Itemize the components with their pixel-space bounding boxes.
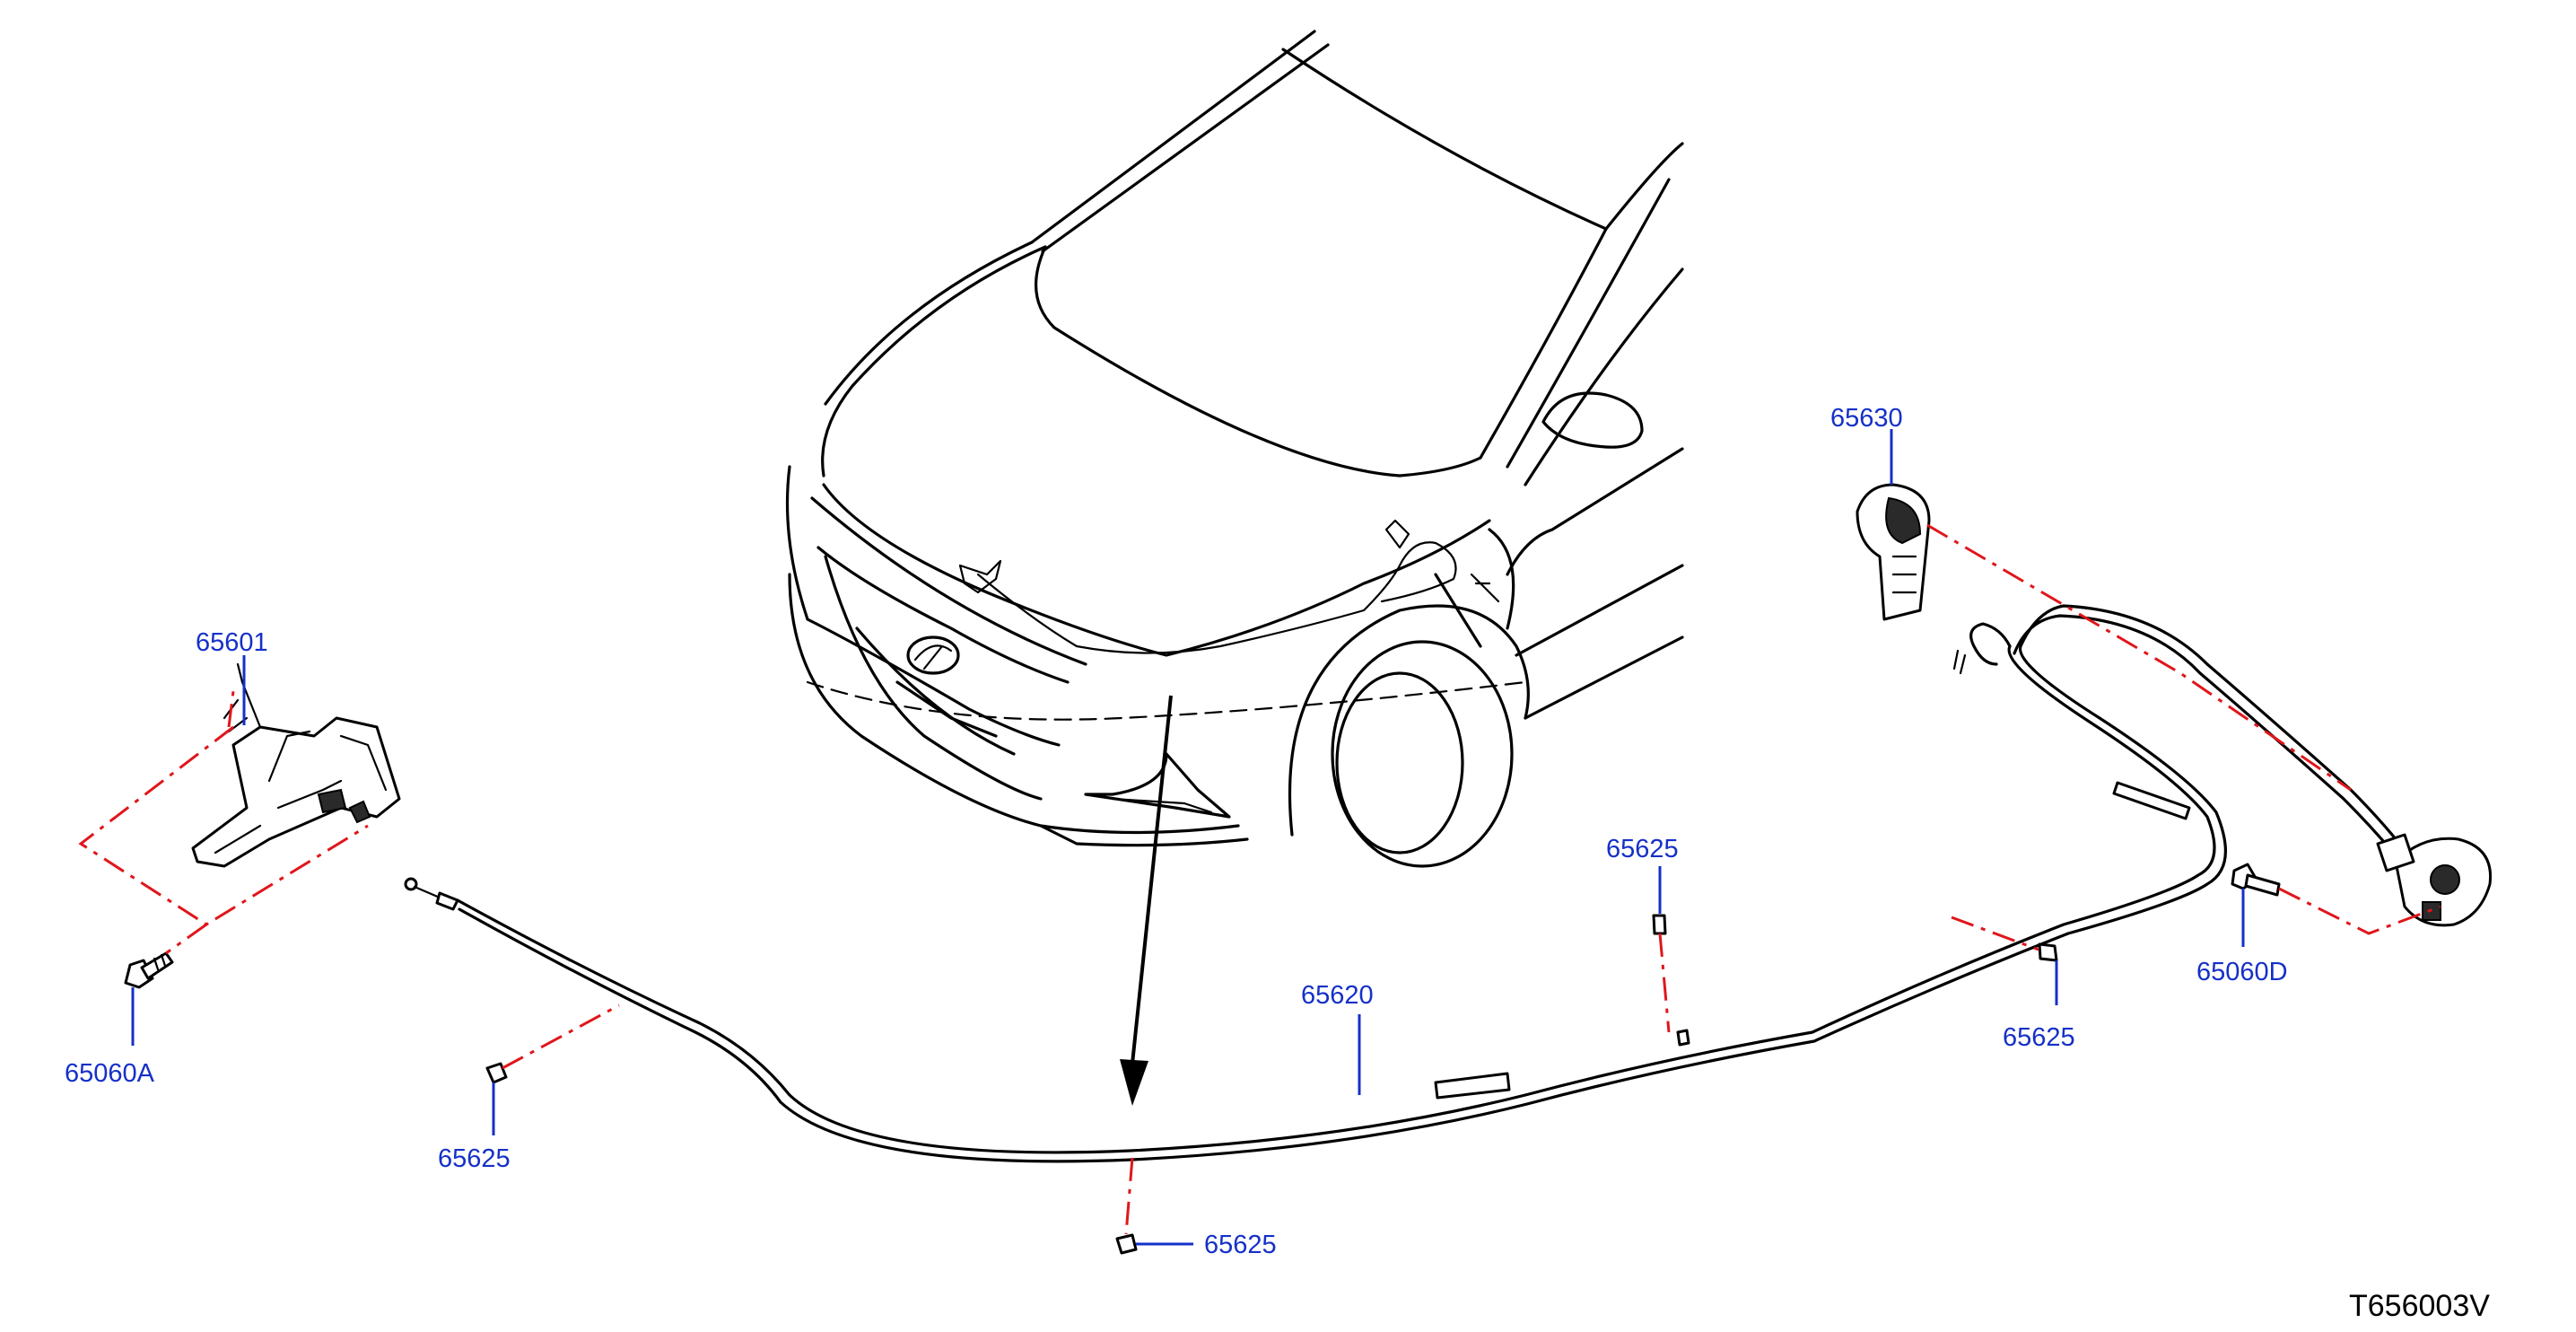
bolt-65060D [2231, 863, 2281, 897]
bolt-65060A [124, 951, 174, 989]
drawing-code: T656003V [2349, 1289, 2490, 1323]
callout-65601: 65601 [196, 628, 268, 657]
callout-labels: 65601 65060A 65620 65625 65625 65625 656… [65, 404, 2288, 1259]
hood-release-cable [404, 604, 2415, 1163]
callout-65620: 65620 [1301, 981, 1374, 1010]
callout-65625-left: 65625 [438, 1144, 511, 1173]
clip-65625-left [485, 1062, 508, 1084]
callout-65060A: 65060A [65, 1059, 155, 1088]
callout-65625-middle: 65625 [1606, 835, 1679, 863]
leader-lines [131, 429, 2245, 1246]
callout-65060D: 65060D [2196, 958, 2288, 986]
callout-65625-right: 65625 [2003, 1023, 2075, 1052]
hood-lock-assembly [191, 662, 401, 868]
clip-65625-bottom [1115, 1233, 1138, 1255]
hood-release-handle-65630 [1856, 483, 1931, 621]
clip-65625-middle [1652, 914, 1667, 935]
phantom-lines [78, 523, 2441, 1235]
clip-65625-right [2038, 942, 2058, 962]
callout-65630: 65630 [1830, 404, 1903, 433]
vehicle-front-outline [785, 30, 1684, 868]
hood-opener-lever [2376, 833, 2493, 927]
callout-65625-bottom: 65625 [1204, 1231, 1277, 1259]
location-arrow [1120, 695, 1173, 1106]
